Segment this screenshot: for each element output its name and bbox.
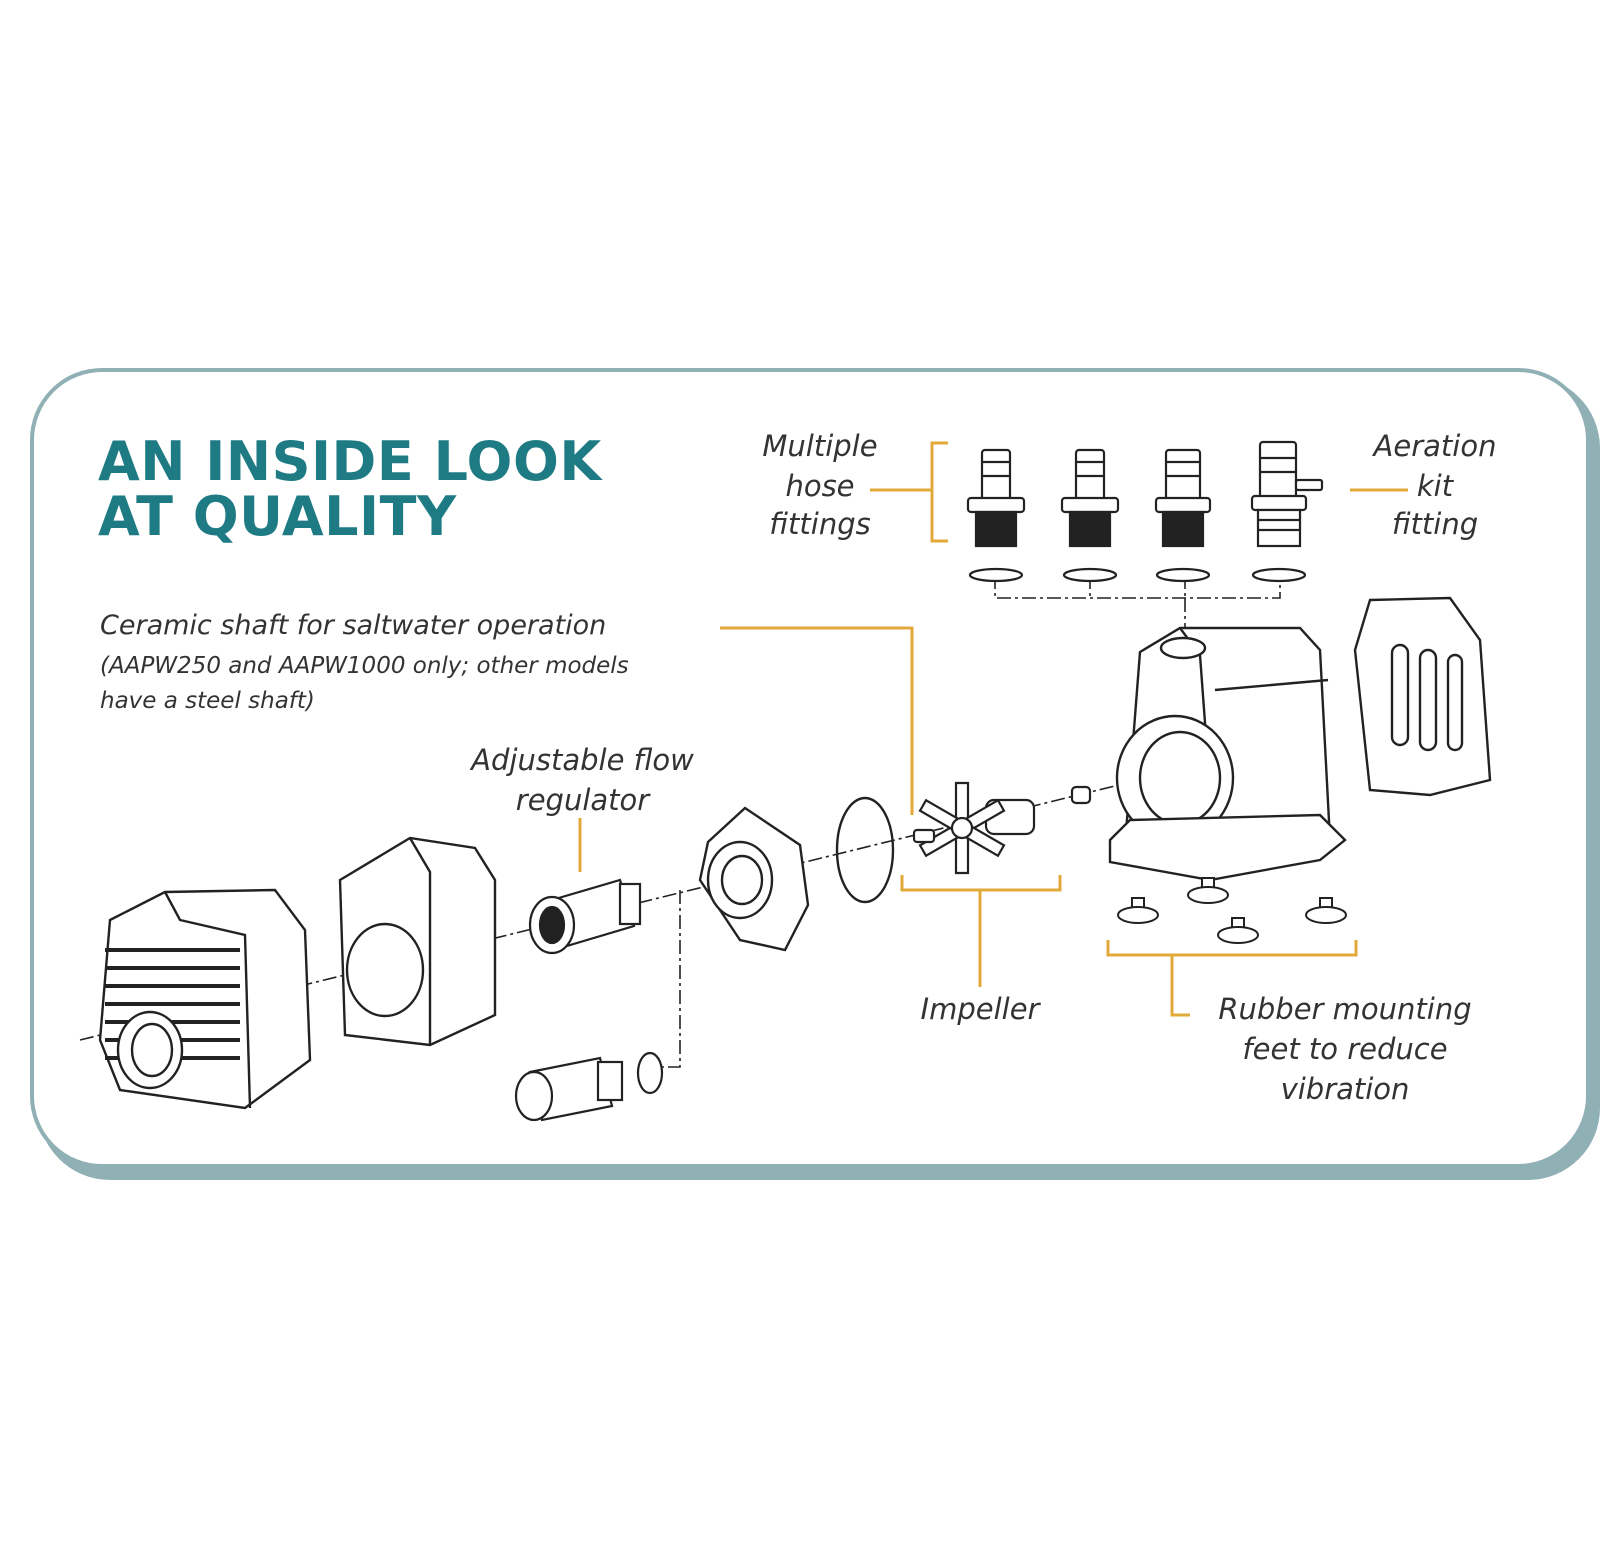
rubber-foot: [1187, 877, 1229, 904]
ceramic-shaft-note-2: have a steel shaft): [100, 688, 315, 714]
aeration-label-2: kit: [1416, 469, 1454, 503]
hose-fitting-3: [1154, 448, 1212, 583]
impeller: [912, 781, 1092, 875]
side-cover-plate: [1353, 596, 1492, 797]
heading-line-1: AN INSIDE LOOK: [98, 430, 602, 493]
flow-regulator-label-1: Adjustable flow: [471, 743, 694, 777]
heading-line-2: AT QUALITY: [98, 485, 457, 548]
flow-regulator-label-2: regulator: [515, 783, 650, 817]
motor-block: [98, 888, 312, 1110]
outlet-nozzle: [514, 1051, 664, 1122]
large-o-ring: [835, 796, 895, 904]
aeration-kit-fitting: [1250, 440, 1324, 583]
aeration-label-3: fitting: [1391, 507, 1479, 541]
hose-fitting-2: [1060, 448, 1120, 583]
hose-fittings-label-1: Multiple: [762, 429, 878, 463]
leader-lines: [578, 441, 1408, 1017]
hose-fittings-label-2: hose: [785, 469, 855, 503]
pump-housing: [1108, 626, 1347, 882]
rubber-foot: [1305, 897, 1347, 924]
rubber-feet-label-2: feet to reduce: [1242, 1032, 1448, 1066]
front-sleeve: [338, 836, 497, 1047]
hose-fittings-label-3: fittings: [769, 507, 871, 541]
rubber-foot: [1217, 917, 1259, 944]
rubber-feet-label-1: Rubber mounting: [1218, 992, 1472, 1026]
hose-fitting-1: [966, 448, 1026, 583]
ceramic-shaft-label: Ceramic shaft for saltwater operation: [100, 610, 607, 641]
rubber-feet-label-3: vibration: [1280, 1072, 1410, 1106]
rubber-feet: [1117, 877, 1347, 944]
hose-fittings-set: [966, 440, 1324, 583]
impeller-cover: [698, 806, 810, 952]
aeration-label-1: Aeration: [1373, 429, 1497, 463]
impeller-label: Impeller: [920, 992, 1040, 1026]
flow-regulator: [528, 878, 642, 955]
ceramic-shaft-note-1: (AAPW250 and AAPW1000 only; other models: [100, 653, 629, 679]
rubber-foot: [1117, 897, 1159, 924]
